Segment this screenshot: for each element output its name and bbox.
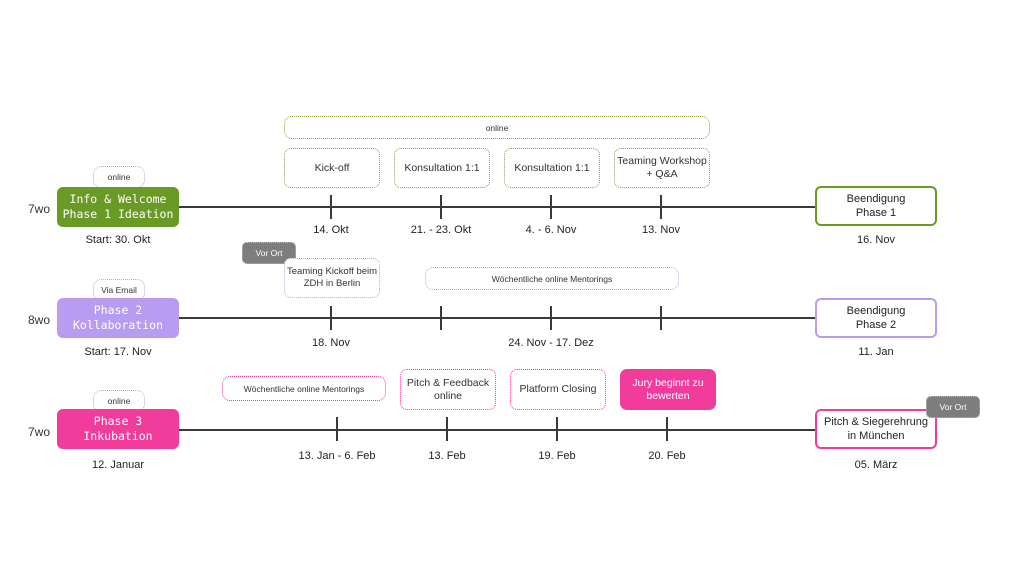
event-teaming-kickoff: Teaming Kickoff beim ZDH in Berlin	[284, 258, 380, 298]
event-date: 21. - 23. Okt	[410, 224, 472, 236]
tick	[660, 306, 662, 330]
phase-2-title: Phase 2	[93, 303, 143, 317]
timeline-phase-3	[178, 429, 816, 431]
event-teaming-workshop: Teaming Workshop + Q&A	[614, 148, 710, 188]
event-platform-closing: Platform Closing	[510, 369, 606, 410]
end-phase-2-box: Beendigung Phase 2	[815, 298, 937, 338]
phase-1-box: Info & Welcome Phase 1 Ideation	[57, 187, 179, 227]
end-phase-1-subtitle: Phase 1	[855, 207, 897, 219]
vor-ort-badge: Vor Ort	[926, 396, 980, 418]
event-date: 19. Feb	[538, 450, 576, 462]
phase-1-subtitle: Phase 1 Ideation	[62, 207, 174, 221]
tick	[440, 195, 442, 219]
tick	[330, 306, 332, 330]
event-date: 24. Nov - 17. Dez	[508, 337, 594, 349]
tick	[550, 195, 552, 219]
tick	[336, 417, 338, 441]
online-banner: online	[284, 116, 710, 139]
phase-1-title: Info & Welcome	[69, 192, 167, 206]
end-phase-3-date: 05. März	[854, 459, 898, 471]
duration-label: 8wo	[28, 313, 51, 327]
event-konsultation-1: Konsultation 1:1	[394, 148, 490, 188]
event-date: 13. Jan - 6. Feb	[298, 450, 376, 462]
end-phase-2-date: 11. Jan	[858, 346, 894, 358]
phase-3-start: 12. Januar	[92, 459, 144, 471]
vor-ort-badge: Vor Ort	[242, 242, 296, 264]
tick	[666, 417, 668, 441]
phase-2-subtitle: Kollaboration	[72, 318, 163, 332]
duration-label: 7wo	[28, 202, 51, 216]
event-date: 20. Feb	[648, 450, 686, 462]
mentorings-banner: Wöchentliche online Mentorings	[222, 376, 386, 401]
timeline-phase-2	[178, 317, 816, 319]
phase-3-subtitle: Inkubation	[83, 429, 153, 443]
end-phase-2-title: Beendigung	[846, 305, 906, 317]
end-phase-1-title: Beendigung	[846, 193, 906, 205]
tick	[660, 195, 662, 219]
phase-2-start: Start: 17. Nov	[84, 346, 152, 358]
timeline-phase-1	[178, 206, 816, 208]
tick	[446, 417, 448, 441]
mentorings-banner: Wöchentliche online Mentorings	[425, 267, 679, 290]
tick	[550, 306, 552, 330]
end-phase-2-subtitle: Phase 2	[855, 319, 897, 331]
event-konsultation-2: Konsultation 1:1	[504, 148, 600, 188]
event-date: 13. Nov	[642, 224, 680, 236]
end-phase-1-box: Beendigung Phase 1	[815, 186, 937, 226]
tick	[440, 306, 442, 330]
end-phase-3-title: Pitch & Siegerehrung	[824, 416, 928, 428]
event-pitch-feedback: Pitch & Feedback online	[400, 369, 496, 410]
tick	[556, 417, 558, 441]
phase-3-box: Phase 3 Inkubation	[57, 409, 179, 449]
phase-3-title: Phase 3	[93, 414, 143, 428]
event-date: 4. - 6. Nov	[525, 224, 577, 236]
event-date: 18. Nov	[312, 337, 350, 349]
online-tag: online	[93, 166, 145, 188]
phase-2-box: Phase 2 Kollaboration	[57, 298, 179, 338]
phase-1-start: Start: 30. Okt	[85, 234, 151, 246]
end-phase-1-date: 16. Nov	[857, 234, 895, 246]
event-jury: Jury beginnt zu bewerten	[620, 369, 716, 410]
event-date: 14. Okt	[313, 224, 349, 236]
event-kickoff: Kick-off	[284, 148, 380, 188]
tick	[330, 195, 332, 219]
event-date: 13. Feb	[428, 450, 466, 462]
end-phase-3-subtitle: in München	[847, 430, 905, 442]
end-phase-3-box: Pitch & Siegerehrung in München	[815, 409, 937, 449]
duration-label: 7wo	[28, 425, 51, 439]
